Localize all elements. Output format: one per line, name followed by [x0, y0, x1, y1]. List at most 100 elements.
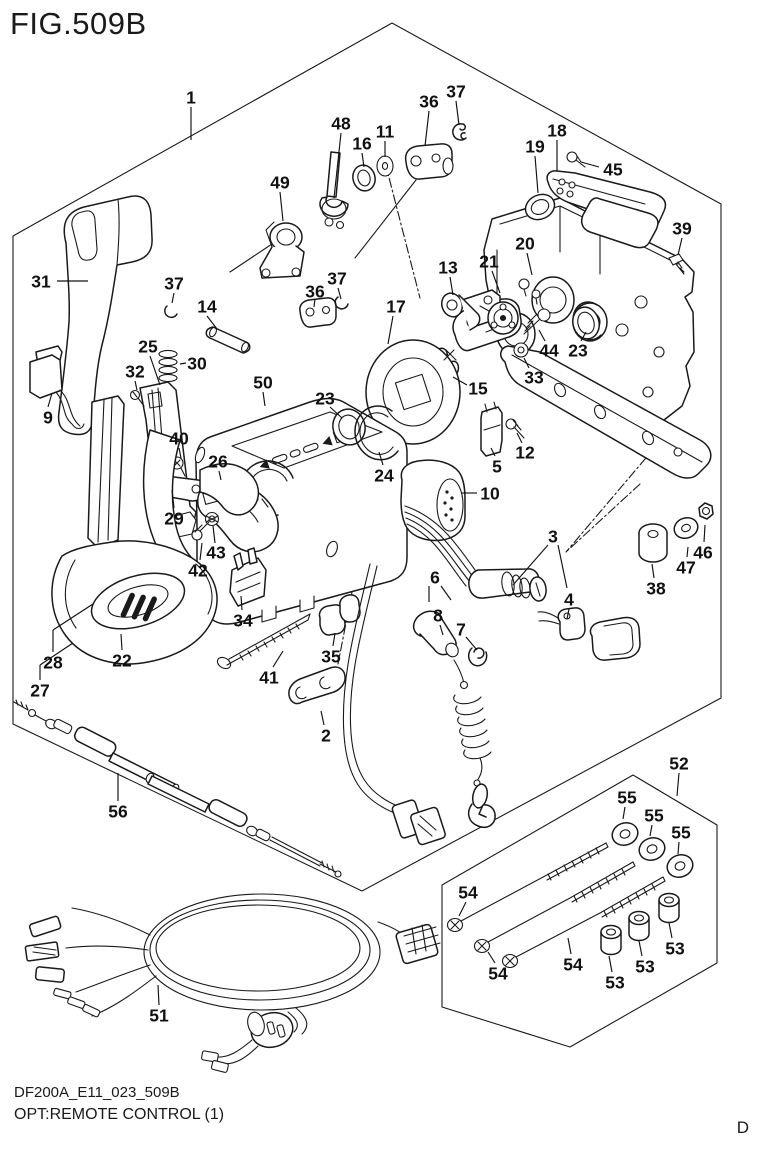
plate-2 [288, 666, 346, 705]
part-label-44: 44 [539, 341, 559, 361]
leader-line [580, 161, 600, 168]
leader-line [361, 152, 365, 168]
suzuki-emblem-28 [90, 572, 186, 630]
part-label-30: 30 [187, 354, 207, 374]
part-label-42: 42 [188, 561, 208, 581]
part-label-38: 38 [646, 579, 666, 599]
lever-48 [319, 151, 349, 230]
clamp-block-36-mid [299, 297, 337, 328]
part-label-12: 12 [515, 443, 535, 463]
part-label-41: 41 [259, 668, 279, 688]
screw-12 [505, 418, 525, 439]
washers-55 [611, 821, 694, 879]
leader-line [649, 824, 653, 837]
part-label-7: 7 [456, 620, 466, 640]
leader-line [452, 376, 468, 386]
figure-title: FIG.509B [10, 6, 147, 41]
leader-line [638, 940, 643, 957]
part-label-35: 35 [321, 647, 341, 667]
harness-round-connector [247, 1011, 294, 1049]
leader-line [449, 276, 454, 296]
part-label-53: 53 [635, 957, 655, 977]
drawing-footer: DF200A_E11_023_509B OPT:REMOTE CONTROL (… [14, 1082, 224, 1126]
leader-line [439, 624, 444, 636]
part-label-10: 10 [480, 484, 500, 504]
retainer-strip-18 [546, 170, 667, 249]
part-label-23: 23 [315, 389, 335, 409]
part-label-51: 51 [149, 1006, 169, 1026]
hardware-set-outline [441, 774, 718, 1048]
drawing-caption: OPT:REMOTE CONTROL (1) [14, 1106, 225, 1123]
part-label-55: 55 [671, 823, 691, 843]
leader-line [490, 447, 496, 457]
leader-line [262, 391, 266, 407]
ring-24 [354, 405, 399, 461]
leader-line [538, 329, 546, 342]
screw-45 [566, 151, 586, 168]
screw-39 [668, 253, 685, 275]
part-label-19: 19 [525, 137, 545, 157]
lever-arm-27 [87, 395, 125, 549]
blind-cap-10 [400, 459, 466, 542]
part-label-22: 22 [112, 651, 132, 671]
parts-20 [518, 278, 541, 305]
clip-5 [480, 401, 503, 457]
ring-23-left [332, 408, 366, 446]
leader-line [424, 110, 430, 147]
part-label-33: 33 [524, 368, 544, 388]
washer-11 [376, 155, 394, 177]
part-label-55: 55 [617, 788, 637, 808]
retainer-disc-17 [365, 339, 461, 445]
key-4 [537, 607, 586, 641]
leader-line [677, 841, 680, 855]
part-label-50: 50 [253, 373, 273, 393]
leader-line [179, 362, 187, 365]
leader-line [149, 355, 161, 386]
part-label-53: 53 [605, 973, 625, 993]
part-label-23: 23 [568, 341, 588, 361]
part-label-54: 54 [563, 955, 583, 975]
leader-line [677, 237, 683, 256]
leader-line [557, 544, 568, 589]
gear-disc-21 [479, 301, 519, 335]
switch-9 [29, 345, 85, 430]
leader-line [387, 315, 394, 345]
leader-line [171, 489, 175, 509]
c-clip-37-mid2 [334, 296, 349, 310]
leader-line [171, 292, 175, 304]
leader-line [337, 287, 342, 300]
wiring-harness-51 [24, 893, 441, 1073]
clip-7 [467, 647, 488, 667]
part-label-53: 53 [665, 939, 685, 959]
ring-16 [352, 164, 376, 192]
leader-line [622, 806, 626, 820]
part-label-54: 54 [458, 883, 478, 903]
leader-line [440, 585, 452, 601]
leader-line [206, 315, 218, 330]
ignition-switch-3 [404, 505, 547, 602]
part-label-1: 1 [186, 88, 196, 108]
part-label-8: 8 [433, 606, 443, 626]
leader-line [39, 642, 74, 666]
leader-line [455, 100, 460, 126]
washer-47 [673, 516, 699, 540]
leader-line [491, 270, 501, 294]
c-clip-37-top [452, 123, 467, 141]
drawing-code: DF200A_E11_023_509B [14, 1084, 180, 1101]
lanyard-hook [467, 783, 496, 828]
part-label-43: 43 [206, 543, 226, 563]
part-label-5: 5 [492, 457, 502, 477]
leader-line [333, 132, 342, 199]
part-label-28: 28 [43, 653, 63, 673]
part-label-17: 17 [386, 297, 405, 317]
screw-41 [216, 613, 311, 670]
lanyard-assembly [342, 563, 496, 846]
spacer-35 [318, 594, 361, 636]
sheet-letter: D [736, 1118, 749, 1137]
leader-line [52, 603, 94, 631]
part-label-37: 37 [446, 82, 465, 102]
leader-line [218, 470, 222, 481]
part-label-52: 52 [669, 754, 689, 774]
